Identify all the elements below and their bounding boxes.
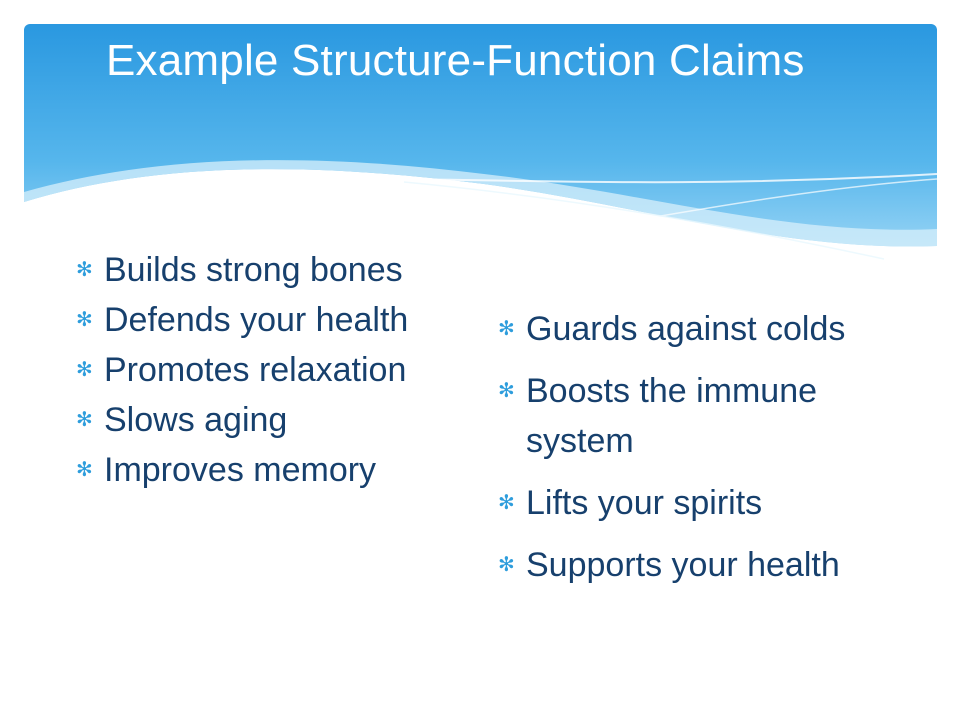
list-item-text: Promotes relaxation bbox=[104, 351, 407, 389]
list-item: ✻ Boosts the immune system bbox=[498, 366, 918, 466]
list-item: ✻ Lifts your spirits bbox=[498, 478, 918, 528]
asterisk-bullet-icon: ✻ bbox=[498, 492, 515, 514]
asterisk-bullet-icon: ✻ bbox=[498, 318, 515, 340]
header-wave-graphic bbox=[24, 24, 937, 274]
list-item-text: Lifts your spirits bbox=[526, 484, 763, 522]
slide-title: Example Structure-Function Claims bbox=[106, 36, 805, 85]
asterisk-bullet-icon: ✻ bbox=[76, 359, 93, 381]
asterisk-bullet-icon: ✻ bbox=[76, 459, 93, 481]
list-item: ✻ Supports your health bbox=[498, 540, 918, 590]
list-item: ✻ Improves memory bbox=[76, 448, 446, 492]
list-item-text: Supports your health bbox=[526, 546, 840, 584]
asterisk-bullet-icon: ✻ bbox=[76, 259, 93, 281]
list-item-text: Defends your health bbox=[104, 301, 409, 339]
left-bullet-list: ✻ Builds strong bones ✻ Defends your healt… bbox=[76, 248, 446, 498]
asterisk-bullet-icon: ✻ bbox=[498, 554, 515, 576]
list-item: ✻ Guards against colds bbox=[498, 304, 918, 354]
asterisk-bullet-icon: ✻ bbox=[498, 380, 515, 402]
right-bullet-list: ✻ Guards against colds ✻ Boosts the immune… bbox=[498, 304, 918, 602]
list-item-text: Guards against colds bbox=[526, 310, 846, 348]
asterisk-bullet-icon: ✻ bbox=[76, 409, 93, 431]
list-item-text: Slows aging bbox=[104, 401, 288, 439]
asterisk-bullet-icon: ✻ bbox=[76, 309, 93, 331]
list-item: ✻ Promotes relaxation bbox=[76, 348, 446, 392]
list-item: ✻ Slows aging bbox=[76, 398, 446, 442]
header-band bbox=[24, 24, 937, 274]
list-item-text: Boosts the immune system bbox=[526, 372, 818, 460]
list-item: ✻ Builds strong bones bbox=[76, 248, 446, 292]
list-item-text: Builds strong bones bbox=[104, 251, 403, 289]
list-item-text: Improves memory bbox=[104, 451, 377, 489]
list-item: ✻ Defends your health bbox=[76, 298, 446, 342]
